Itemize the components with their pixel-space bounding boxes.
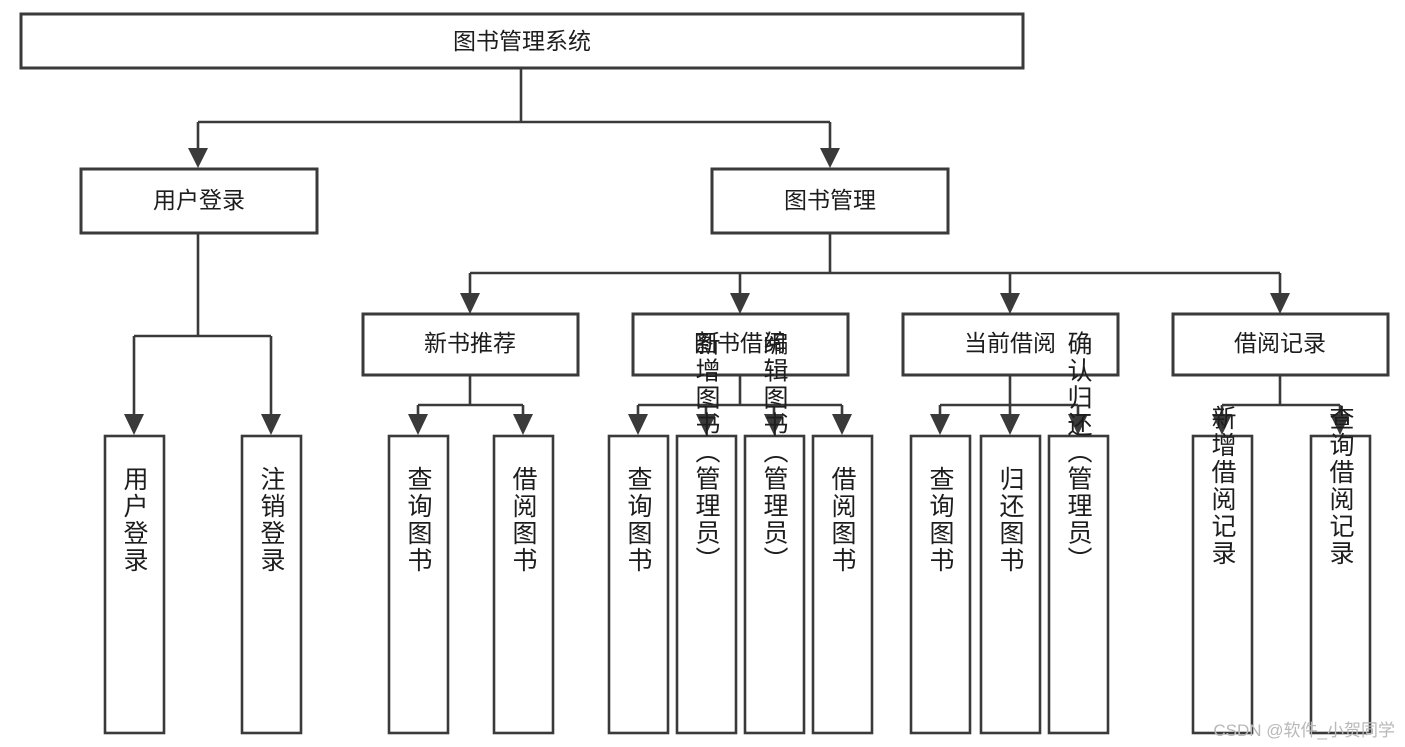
leaf-newbook-borrow-box[interactable] bbox=[492, 434, 555, 735]
leaf-newbook-borrow-book[interactable]: 借阅图书 bbox=[492, 434, 555, 735]
leaf-record-add-box[interactable] bbox=[1191, 434, 1254, 735]
book-management-label: 图书管理 bbox=[784, 187, 876, 213]
leaf-logout-label: 注销登录 bbox=[257, 466, 286, 574]
leaf-current-query-book[interactable]: 查询图书 bbox=[909, 434, 972, 735]
leaf-borrow-lend-book[interactable]: 借阅图书 bbox=[811, 434, 874, 735]
user-login-box[interactable] bbox=[79, 167, 319, 235]
arrow-head-new-book bbox=[460, 293, 480, 314]
root-label: 图书管理系统 bbox=[453, 28, 591, 54]
leaf-current-confirm-label: 确认归还（管理员） bbox=[1064, 331, 1093, 574]
user-login-label: 用户登录 bbox=[153, 187, 245, 213]
leaf-borrow-lend-label: 借阅图书 bbox=[828, 466, 857, 574]
leaf-current-return-box[interactable] bbox=[979, 434, 1042, 735]
leaf-record-query[interactable]: 查询借阅记录 bbox=[1309, 405, 1372, 735]
leaf-borrow-add-book[interactable]: 新增图书（管理员） bbox=[675, 331, 738, 735]
book-borrow-box[interactable] bbox=[631, 312, 850, 377]
node-current-borrow[interactable]: 当前借阅 bbox=[901, 312, 1120, 377]
leaf-user-login-box[interactable] bbox=[103, 434, 166, 735]
arrow-head-borrow-edit bbox=[764, 414, 784, 435]
leaf-borrow-edit-book[interactable]: 编辑图书（管理员） bbox=[743, 331, 806, 735]
book-borrow-label: 图书借阅 bbox=[694, 330, 786, 356]
leaf-logout-box[interactable] bbox=[240, 434, 303, 735]
leaf-record-add[interactable]: 新增借阅记录 bbox=[1191, 405, 1254, 735]
current-borrow-box[interactable] bbox=[901, 312, 1120, 377]
arrow-head-borrow-record bbox=[1270, 293, 1290, 314]
leaf-newbook-query-book[interactable]: 查询图书 bbox=[387, 434, 450, 735]
leaf-record-add-label: 新增借阅记录 bbox=[1208, 405, 1237, 567]
arrow-head-leaf-logout bbox=[261, 414, 281, 435]
leaf-borrow-edit-label: 编辑图书（管理员） bbox=[760, 331, 789, 574]
arrow-head-borrow-lend bbox=[832, 414, 852, 435]
leaf-current-confirm-return[interactable]: 确认归还（管理员） bbox=[1047, 331, 1110, 735]
new-book-recommend-box[interactable] bbox=[361, 312, 580, 377]
node-book-management[interactable]: 图书管理 bbox=[710, 167, 950, 235]
arrow-head-record-query bbox=[1330, 414, 1350, 435]
arrow-head-current-return bbox=[1000, 414, 1020, 435]
arrow-head-book-borrow bbox=[730, 293, 750, 314]
leaf-current-return-label: 归还图书 bbox=[996, 466, 1025, 574]
arrow-head-leaf-user-login bbox=[124, 414, 144, 435]
arrow-head-borrow-add bbox=[696, 414, 716, 435]
root-box[interactable] bbox=[19, 12, 1025, 70]
leaf-current-confirm-box[interactable] bbox=[1047, 434, 1110, 735]
arrow-head-borrow-query bbox=[628, 414, 648, 435]
leaf-borrow-lend-box[interactable] bbox=[811, 434, 874, 735]
leaf-current-query-box[interactable] bbox=[909, 434, 972, 735]
leaf-current-query-label: 查询图书 bbox=[926, 466, 955, 574]
node-book-borrow[interactable]: 图书借阅 bbox=[631, 312, 850, 377]
leaf-borrow-query-book[interactable]: 查询图书 bbox=[607, 434, 670, 735]
arrow-head-newbook-borrow bbox=[513, 414, 533, 435]
leaf-user-login[interactable]: 用户登录 bbox=[103, 434, 166, 735]
arrow-head-current-query bbox=[930, 414, 950, 435]
node-new-book-recommend[interactable]: 新书推荐 bbox=[361, 312, 580, 377]
leaf-logout[interactable]: 注销登录 bbox=[240, 434, 303, 735]
leaf-record-query-box[interactable] bbox=[1309, 434, 1372, 735]
leaf-newbook-query-box[interactable] bbox=[387, 434, 450, 735]
leaf-newbook-borrow-label: 借阅图书 bbox=[509, 466, 538, 574]
leaf-borrow-add-label: 新增图书（管理员） bbox=[692, 331, 721, 574]
arrow-head-newbook-query bbox=[408, 414, 428, 435]
node-root-system[interactable]: 图书管理系统 bbox=[19, 12, 1025, 70]
leaf-borrow-query-box[interactable] bbox=[607, 434, 670, 735]
connector-layer bbox=[124, 69, 1350, 435]
book-management-box[interactable] bbox=[710, 167, 950, 235]
leaf-current-return-book[interactable]: 归还图书 bbox=[979, 434, 1042, 735]
borrow-record-box[interactable] bbox=[1171, 312, 1390, 377]
leaf-newbook-query-label: 查询图书 bbox=[404, 466, 433, 574]
new-book-recommend-label: 新书推荐 bbox=[424, 330, 516, 356]
leaf-user-login-label: 用户登录 bbox=[120, 466, 149, 574]
arrow-head-book-mgmt bbox=[820, 148, 840, 168]
borrow-record-label: 借阅记录 bbox=[1234, 330, 1326, 356]
node-user-login[interactable]: 用户登录 bbox=[79, 167, 319, 235]
arrow-head-record-add bbox=[1212, 414, 1232, 435]
leaf-record-query-label: 查询借阅记录 bbox=[1326, 405, 1355, 567]
arrow-head-user-login bbox=[188, 148, 208, 168]
leaf-borrow-query-label: 查询图书 bbox=[624, 466, 653, 574]
leaf-borrow-add-box[interactable] bbox=[675, 434, 738, 735]
leaf-borrow-edit-box[interactable] bbox=[743, 434, 806, 735]
arrow-head-current-borrow bbox=[1000, 293, 1020, 314]
arrow-head-current-confirm bbox=[1068, 414, 1088, 435]
node-borrow-record[interactable]: 借阅记录 bbox=[1171, 312, 1390, 377]
current-borrow-label: 当前借阅 bbox=[964, 330, 1056, 356]
